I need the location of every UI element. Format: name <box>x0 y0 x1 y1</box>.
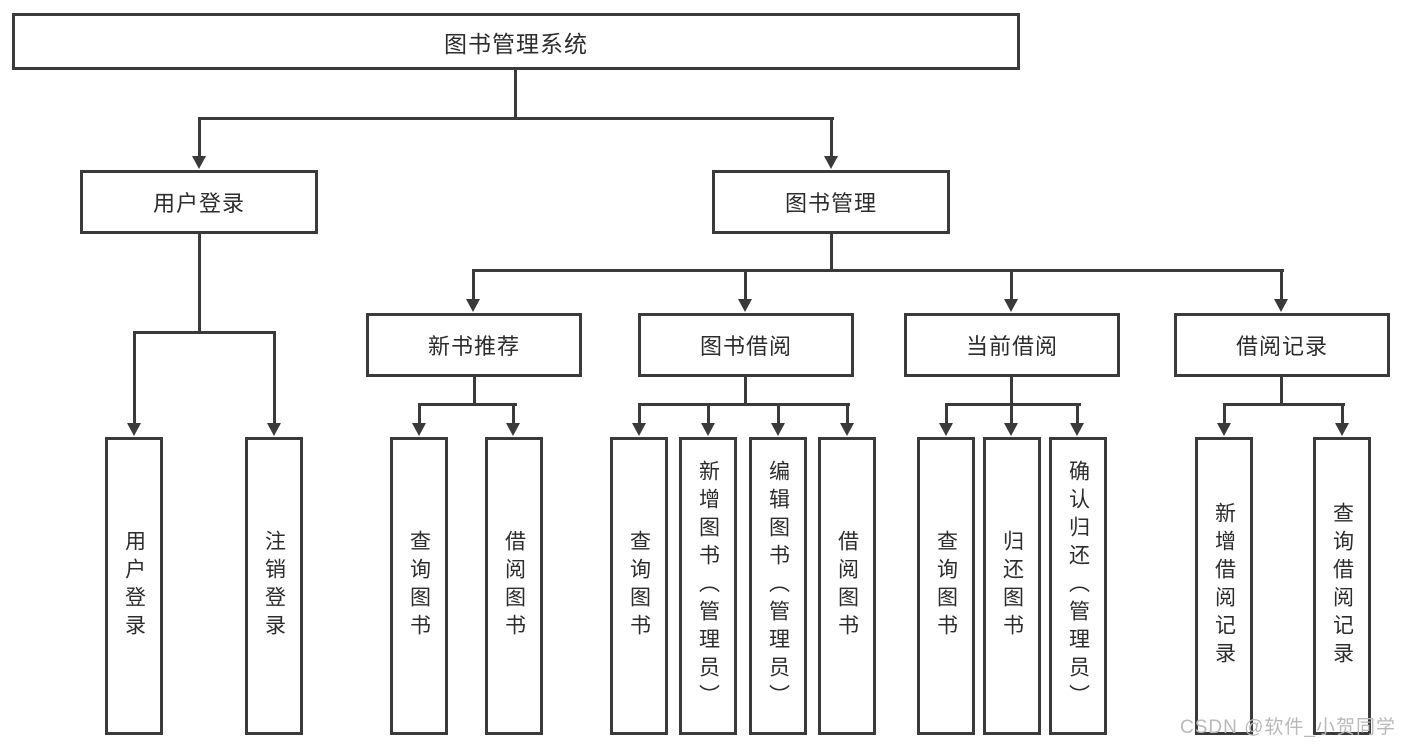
connector-line <box>1280 269 1283 301</box>
connector-line <box>707 403 710 424</box>
node-borrow-records: 借阅记录 <box>1174 313 1390 377</box>
connector-line <box>846 403 849 424</box>
leaf-logout: 注销登录 <box>245 437 303 735</box>
arrow-down-icon <box>466 299 480 312</box>
connector-line <box>418 403 517 406</box>
node-borrow-records-label: 借阅记录 <box>1235 334 1328 359</box>
leaf-br-query-record-label: 查询借阅记录 <box>1330 502 1354 670</box>
leaf-cb-query-book: 查询图书 <box>917 437 975 735</box>
leaf-bb-query-book: 查询图书 <box>610 437 668 735</box>
connector-line <box>133 331 136 424</box>
leaf-bb-add-book-admin-label: 新增图书（管理员） <box>696 460 720 712</box>
connector-line <box>1010 269 1013 301</box>
arrow-down-icon <box>1217 423 1231 436</box>
connector-line <box>830 117 833 158</box>
node-user-login: 用户登录 <box>80 170 318 234</box>
connector-line <box>198 117 834 120</box>
connector-line <box>777 403 780 424</box>
connector-line <box>1223 403 1345 406</box>
connector-line <box>198 117 201 158</box>
arrow-down-icon <box>1004 423 1018 436</box>
leaf-nb-query-book: 查询图书 <box>390 437 448 735</box>
arrow-down-icon <box>738 299 752 312</box>
connector-line <box>472 269 475 301</box>
node-new-book-recommend-label: 新书推荐 <box>427 334 520 359</box>
leaf-nb-borrow-book-label: 借阅图书 <box>502 530 526 642</box>
arrow-down-icon <box>939 423 953 436</box>
leaf-br-add-record: 新增借阅记录 <box>1195 437 1253 735</box>
arrow-down-icon <box>506 423 520 436</box>
leaf-user-login: 用户登录 <box>105 437 163 735</box>
arrow-down-icon <box>412 423 426 436</box>
connector-line <box>638 403 850 406</box>
connector-line <box>744 269 747 301</box>
arrow-down-icon <box>771 423 785 436</box>
node-new-book-recommend: 新书推荐 <box>366 313 582 377</box>
connector-line <box>1010 377 1013 406</box>
leaf-cb-return-book-label: 归还图书 <box>1000 530 1024 642</box>
connector-line <box>1076 403 1079 424</box>
leaf-bb-query-book-label: 查询图书 <box>627 530 651 642</box>
arrow-down-icon <box>267 423 281 436</box>
connector-line <box>945 403 948 424</box>
connector-line <box>198 233 201 333</box>
connector-line <box>133 331 276 334</box>
connector-line <box>512 403 515 424</box>
arrow-down-icon <box>824 156 838 169</box>
arrow-down-icon <box>1004 299 1018 312</box>
arrow-down-icon <box>1274 299 1288 312</box>
leaf-bb-edit-book-admin: 编辑图书（管理员） <box>749 437 807 735</box>
node-book-borrow-label: 图书借阅 <box>699 334 792 359</box>
arrow-down-icon <box>1070 423 1084 436</box>
leaf-bb-borrow-book-label: 借阅图书 <box>835 530 859 642</box>
connector-line <box>1010 403 1013 424</box>
leaf-logout-label: 注销登录 <box>262 530 286 642</box>
arrow-down-icon <box>701 423 715 436</box>
leaf-br-add-record-label: 新增借阅记录 <box>1212 502 1236 670</box>
arrow-down-icon <box>127 423 141 436</box>
connector-line <box>744 377 747 406</box>
node-current-borrow-label: 当前借阅 <box>965 334 1058 359</box>
connector-line <box>418 403 421 424</box>
connector-line <box>273 331 276 424</box>
arrow-down-icon <box>192 156 206 169</box>
connector-line <box>945 403 1081 406</box>
node-user-login-label: 用户登录 <box>152 191 245 216</box>
leaf-bb-add-book-admin: 新增图书（管理员） <box>679 437 737 735</box>
leaf-br-query-record: 查询借阅记录 <box>1313 437 1371 735</box>
leaf-user-login-label: 用户登录 <box>122 530 146 642</box>
arrow-down-icon <box>840 423 854 436</box>
watermark: CSDN @软件_小贺同学 <box>1180 717 1396 738</box>
connector-line <box>473 377 476 406</box>
leaf-bb-edit-book-admin-label: 编辑图书（管理员） <box>766 460 790 712</box>
leaf-cb-query-book-label: 查询图书 <box>934 530 958 642</box>
connector-line <box>830 234 833 272</box>
node-book-borrow: 图书借阅 <box>638 313 854 377</box>
node-book-management-label: 图书管理 <box>784 191 877 216</box>
leaf-cb-confirm-return-admin-label: 确认归还（管理员） <box>1066 460 1090 712</box>
leaf-nb-borrow-book: 借阅图书 <box>485 437 543 735</box>
connector-line <box>1280 377 1283 406</box>
connector-line <box>1341 403 1344 424</box>
node-book-management: 图书管理 <box>712 170 950 234</box>
connector-line <box>472 269 1284 272</box>
arrow-down-icon <box>632 423 646 436</box>
arrow-down-icon <box>1335 423 1349 436</box>
node-current-borrow: 当前借阅 <box>904 313 1120 377</box>
leaf-cb-confirm-return-admin: 确认归还（管理员） <box>1049 437 1107 735</box>
leaf-cb-return-book: 归还图书 <box>983 437 1041 735</box>
node-root: 图书管理系统 <box>12 13 1020 70</box>
connector-line <box>1223 403 1226 424</box>
node-root-label: 图书管理系统 <box>444 30 588 57</box>
connector-line <box>514 68 517 118</box>
connector-line <box>638 403 641 424</box>
leaf-bb-borrow-book: 借阅图书 <box>818 437 876 735</box>
leaf-nb-query-book-label: 查询图书 <box>407 530 431 642</box>
